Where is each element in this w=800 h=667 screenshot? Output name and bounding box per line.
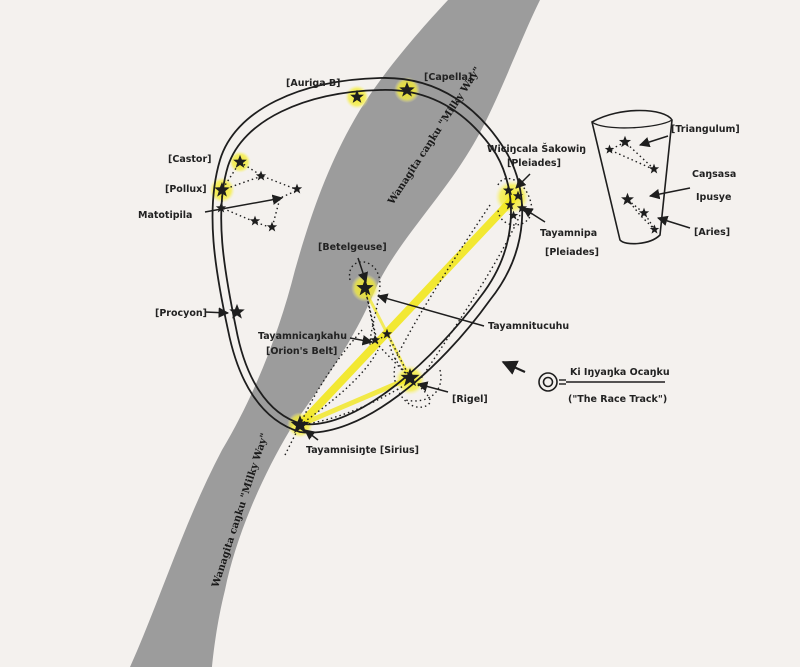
label-aries: [Aries] bbox=[694, 227, 730, 238]
milky-way-band bbox=[130, 0, 540, 667]
star-aries-2 bbox=[638, 207, 650, 218]
label-sirius: Tayamnisiŋte [Sirius] bbox=[306, 445, 419, 456]
label-wicincala-pleiades: [Pleiades] bbox=[507, 158, 561, 169]
star-triangulum-1 bbox=[618, 135, 632, 148]
star-gemini-1 bbox=[255, 170, 267, 181]
cup-rim bbox=[591, 119, 673, 129]
label-tayamnipa-pleiades: [Pleiades] bbox=[545, 247, 599, 258]
label-pollux: [Pollux] bbox=[165, 184, 207, 195]
star-gemini-3 bbox=[266, 221, 278, 232]
label-procyon: [Procyon] bbox=[155, 308, 207, 319]
label-auriga-b: [Auriga B] bbox=[286, 78, 341, 89]
label-rigel: [Rigel] bbox=[452, 394, 488, 405]
star-gemini-2 bbox=[291, 183, 303, 194]
label-cansasa: Caŋsasa bbox=[692, 169, 736, 180]
race-track-inner-loop bbox=[220, 89, 512, 426]
belt-rigel-highlight-band bbox=[299, 375, 411, 428]
label-wicincala: Wiciŋcala Šakowiŋ bbox=[487, 143, 586, 155]
label-castor: [Castor] bbox=[168, 154, 211, 165]
star-triangulum-2 bbox=[604, 144, 615, 154]
race-track-symbol bbox=[538, 372, 665, 392]
label-ipusye: Ipusye bbox=[696, 192, 731, 203]
label-tayamnitucuhu: Tayamnitucuhu bbox=[488, 321, 569, 332]
label-triangulum: [Triangulum] bbox=[671, 124, 740, 135]
label-betelgeuse: [Betelgeuse] bbox=[318, 242, 387, 253]
label-orions-belt: [Orion's Belt] bbox=[266, 346, 337, 357]
label-tayamnipa: Tayamnipa bbox=[540, 228, 597, 239]
label-tayamnicankahu: Tayamnicaŋkahu bbox=[258, 331, 347, 342]
star-gemini-4 bbox=[249, 215, 261, 226]
label-capella: [Capella] bbox=[424, 72, 472, 83]
cup-outline bbox=[591, 109, 673, 245]
pointer-arrows bbox=[204, 135, 691, 441]
sirius-pleiades-highlight-band bbox=[296, 196, 516, 429]
label-race-track-title: Ki Iŋyaŋka Ocaŋku bbox=[570, 367, 670, 378]
label-race-track-sub: ("The Race Track") bbox=[568, 394, 667, 405]
label-matotipila: Matotipila bbox=[138, 210, 192, 221]
